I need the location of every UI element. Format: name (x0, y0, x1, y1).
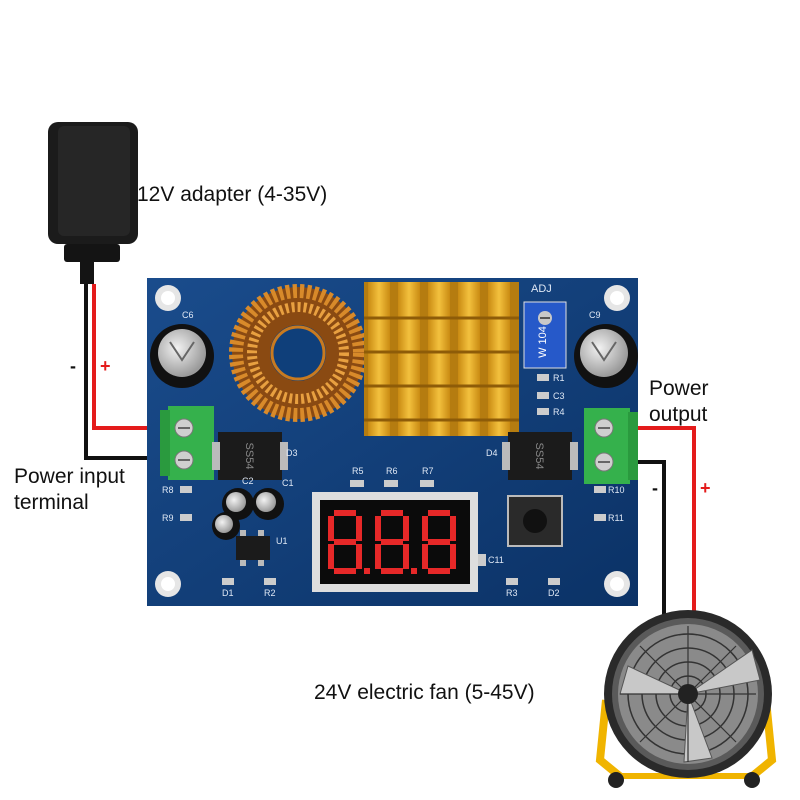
display-digits (328, 510, 456, 574)
electric-fan (595, 610, 777, 788)
display-segment (364, 568, 370, 574)
capacitor-c-small (212, 512, 240, 540)
pcb-board: W 104 ADJ C6 C9 (147, 278, 638, 606)
r2-label: R2 (264, 588, 276, 598)
output-plus-sign: + (700, 478, 711, 498)
display-segment (381, 510, 403, 516)
d4-label: D4 (486, 448, 498, 458)
push-button[interactable] (507, 495, 563, 547)
c11-label: C11 (488, 555, 504, 565)
d2-label: D2 (548, 588, 560, 598)
display-segment (450, 516, 456, 541)
diode-d3: SS54 (212, 432, 288, 480)
display-segment (381, 568, 403, 574)
r7-label: R7 (422, 466, 434, 476)
r8-label: R8 (162, 485, 174, 495)
power-output-label-line2: output (649, 403, 708, 426)
display-segment (428, 539, 450, 545)
power-adapter (48, 122, 138, 284)
diode-d4: SS54 (502, 432, 578, 480)
display-segment (381, 539, 403, 545)
input-terminal-block[interactable] (160, 406, 214, 480)
output-minus-sign: - (652, 478, 658, 498)
display-segment (428, 510, 450, 516)
r11-label: R11 (608, 513, 624, 523)
c9-label: C9 (589, 310, 601, 320)
display-segment (428, 568, 450, 574)
display-segment (356, 516, 362, 541)
display-segment (375, 516, 381, 541)
toroid-inductor (229, 284, 367, 422)
display-segment (422, 516, 428, 541)
designator-labels: R5 R6 R7 R1 C3 R4 R8 R9 R10 R11 D1 R2 R3… (162, 373, 625, 598)
r9-label: R9 (162, 513, 174, 523)
c6-label: C6 (182, 310, 194, 320)
adj-label: ADJ (531, 283, 552, 295)
capacitor-c6 (150, 324, 214, 388)
r4-label: R4 (553, 407, 565, 417)
capacitor-c9 (574, 324, 638, 388)
input-terminal-label: Power input terminal (14, 464, 125, 516)
display-segment (356, 544, 362, 569)
r3-label: R3 (506, 588, 518, 598)
c2-label: C2 (242, 476, 254, 486)
display-segment (328, 544, 334, 569)
r6-label: R6 (386, 466, 398, 476)
display-segment (403, 516, 409, 541)
heatsink (364, 282, 519, 436)
fan-label: 24V electric fan (5-45V) (314, 681, 535, 704)
d4-marking: SS54 (533, 443, 545, 470)
display-segment (334, 539, 356, 545)
capacitor-c2 (222, 488, 254, 520)
power-output-label: Power output (649, 376, 709, 428)
r10-label: R10 (608, 485, 625, 495)
input-positive-wire (92, 284, 168, 430)
d3-label: D3 (286, 448, 298, 458)
potentiometer[interactable]: W 104 (523, 301, 567, 369)
input-negative-wire (84, 284, 168, 460)
mounting-hole (155, 571, 181, 597)
d3-marking: SS54 (243, 443, 255, 470)
input-plus-sign: + (100, 356, 111, 376)
smd-parts (180, 374, 606, 585)
input-wires (84, 284, 168, 460)
output-terminal-block[interactable] (584, 408, 638, 484)
r1-label: R1 (553, 373, 565, 383)
mounting-hole (604, 285, 630, 311)
mounting-hole (604, 571, 630, 597)
display-segment (422, 544, 428, 569)
display-segment (403, 544, 409, 569)
c3-label: C3 (553, 391, 565, 401)
input-terminal-label-line2: terminal (14, 491, 89, 514)
adapter-label: 12V adapter (4-35V) (137, 183, 328, 206)
power-output-label-line1: Power (649, 377, 709, 400)
display-segment (411, 568, 417, 574)
c1-label: C1 (282, 478, 294, 488)
r5-label: R5 (352, 466, 364, 476)
input-terminal-label-line1: Power input (14, 465, 125, 488)
display-segment (328, 516, 334, 541)
display-segment (450, 544, 456, 569)
display-segment (334, 568, 356, 574)
mounting-hole (155, 285, 181, 311)
pot-value-label: W 104 (537, 326, 549, 358)
display-segment (375, 544, 381, 569)
capacitor-c1 (252, 488, 284, 520)
display-segment (334, 510, 356, 516)
u1-label: U1 (276, 536, 288, 546)
d1-label: D1 (222, 588, 234, 598)
regulator-u1 (236, 530, 270, 566)
input-minus-sign: - (70, 356, 76, 376)
